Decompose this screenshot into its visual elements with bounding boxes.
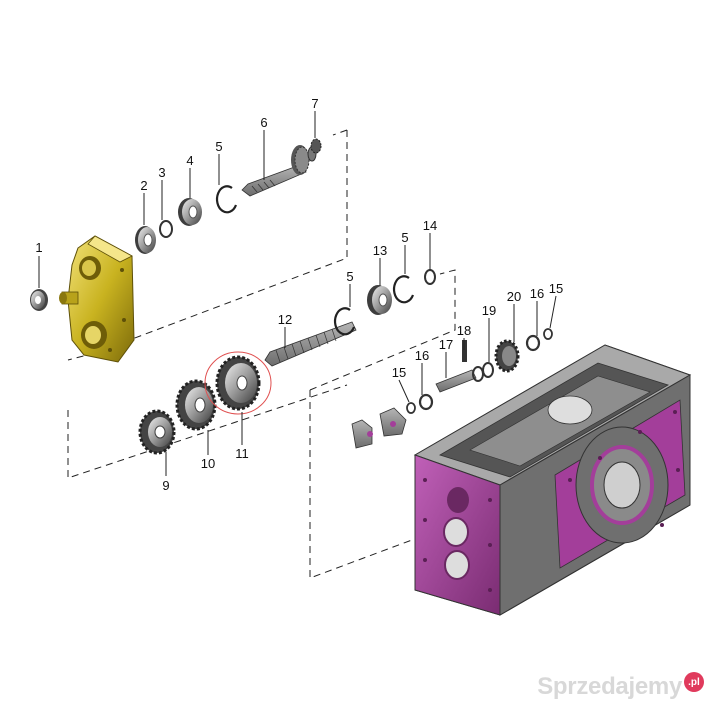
callout-14: 14	[423, 218, 437, 233]
part-11-gear	[204, 351, 272, 415]
part-20-gear	[494, 339, 520, 373]
left-cover-housing	[59, 235, 135, 363]
callout-16-upper: 16	[530, 286, 544, 301]
callout-1: 1	[35, 240, 42, 255]
part-4-bearing	[178, 198, 202, 226]
leader-lines	[38, 111, 557, 476]
watermark-text: Sprzedajemy	[537, 673, 682, 700]
part-5-snap-ring-upper	[215, 185, 238, 214]
watermark: Sprzedajemy .pl	[537, 672, 704, 702]
callout-15-lower: 15	[392, 365, 406, 380]
shift-fork-brackets	[351, 407, 407, 449]
callout-13: 13	[373, 243, 387, 258]
part-2-bearing	[135, 226, 156, 254]
callout-15-upper: 15	[549, 281, 563, 296]
part-19-rings	[472, 362, 494, 382]
part-14-ring	[424, 269, 436, 285]
callout-labels: 1 2 3 4 5 6 7 5 13 14 12 5 18 20 16 15 1…	[35, 96, 563, 493]
part-18-pin	[462, 340, 467, 362]
callout-4: 4	[186, 153, 193, 168]
callout-20: 20	[507, 289, 521, 304]
callout-5-middle: 5	[346, 269, 353, 284]
part-7-pinion	[310, 138, 322, 154]
callout-5-right: 5	[401, 230, 408, 245]
callout-9: 9	[162, 478, 169, 493]
callout-18: 18	[457, 323, 471, 338]
part-17-pin-shaft	[435, 369, 477, 393]
part-16-washer-upper	[525, 334, 541, 352]
part-16-washer-lower	[418, 393, 434, 411]
part-13-bearing	[367, 285, 392, 315]
callout-6: 6	[260, 115, 267, 130]
callout-17: 17	[439, 337, 453, 352]
part-5-snap-ring-right	[392, 275, 415, 304]
part-15-ring-lower	[406, 402, 416, 414]
highlight-circle	[204, 351, 272, 415]
part-10-gear	[175, 379, 217, 431]
callout-3: 3	[158, 165, 165, 180]
callout-7: 7	[311, 96, 318, 111]
callout-5-upper: 5	[215, 139, 222, 154]
callout-16-lower: 16	[415, 348, 429, 363]
callout-12: 12	[278, 312, 292, 327]
main-gearbox-housing	[413, 344, 692, 616]
part-12-splined-shaft	[264, 321, 357, 367]
callout-10: 10	[201, 456, 215, 471]
part-6-input-shaft	[241, 145, 317, 197]
callout-2: 2	[140, 178, 147, 193]
part-5-snap-ring-middle	[333, 307, 356, 336]
part-9-gear	[138, 409, 176, 455]
part-3-ring	[159, 220, 173, 238]
callout-11: 11	[235, 446, 249, 461]
part-15-ring-upper	[543, 328, 553, 340]
part-1-washer	[30, 289, 48, 311]
callout-19: 19	[482, 303, 496, 318]
watermark-badge: .pl	[684, 672, 704, 692]
